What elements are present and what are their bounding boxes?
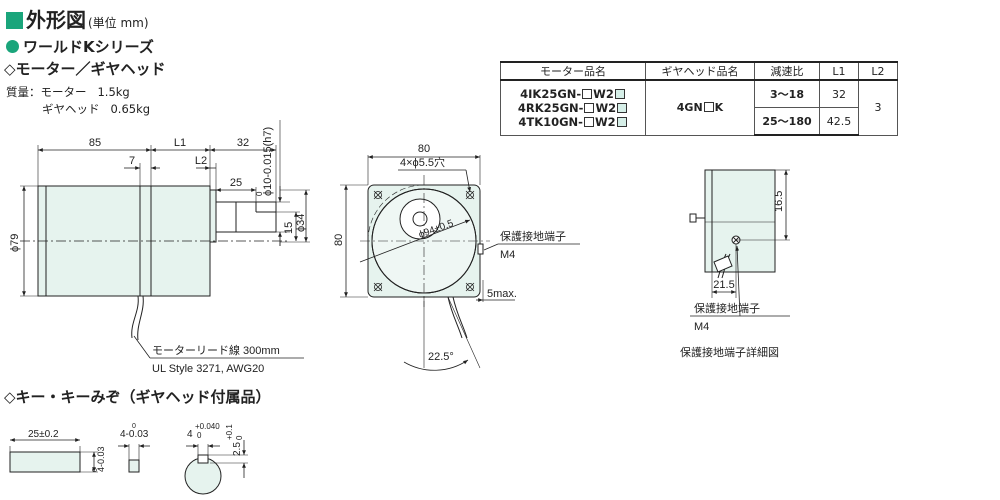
spec-row-2: 25～180 42.5: [501, 107, 898, 136]
header-l1: L1: [819, 61, 859, 81]
series-heading: ワールドKシリーズ: [6, 36, 154, 57]
placeholder-box-icon: [582, 88, 593, 99]
angle-label: 22.5°: [428, 351, 454, 363]
slot-tol-top: +0.040: [195, 422, 220, 431]
dim-16-5: 16.5: [773, 191, 785, 212]
placeholder-box-icon: [584, 102, 595, 113]
placeholder-box-icon: [614, 88, 625, 99]
placeholder-box-icon: [616, 116, 627, 127]
mass-block: 質量：モーター 1.5kg ギヤヘッド 0.65kg: [6, 84, 150, 118]
dim-32: 32: [237, 137, 249, 149]
l2-value: 3: [858, 79, 898, 136]
dim-l2: L2: [195, 155, 207, 167]
placeholder-box-icon: [583, 116, 594, 127]
ratio-2: 25～180: [754, 107, 820, 136]
detail-caption: 保護接地端子詳細図: [680, 345, 779, 359]
lead-spec: UL Style 3271, AWG20: [152, 363, 264, 375]
l1-2: 42.5: [819, 107, 859, 136]
dim-shaft-top: 0: [255, 191, 264, 196]
front-view: [340, 155, 580, 371]
header-gearhead: ギヤヘッド品名: [645, 61, 755, 81]
key-dim-25: 25±0.2: [28, 429, 59, 440]
ground-size: M4: [500, 249, 515, 261]
mass-gear-value: 0.65kg: [110, 102, 151, 116]
section-motor-heading: ◇モーター／ギヤヘッド: [4, 60, 166, 78]
unit-label: (単位 mm): [88, 16, 149, 30]
placeholder-box-icon: [703, 102, 714, 113]
title-square-icon: [6, 12, 23, 29]
output-shaft: [215, 201, 277, 233]
page-title: 外形図 (単位 mm): [6, 4, 149, 33]
header-l2: L2: [858, 61, 898, 81]
slot-tol-bot: 0: [197, 431, 202, 440]
dim-21-5: 21.5: [713, 279, 734, 291]
detail-ground-label: 保護接地端子: [694, 301, 760, 315]
dim-15: 15: [283, 222, 295, 234]
key-dim-4-len: 4-0.03: [96, 446, 106, 472]
slot-dim-2-5-tol-top: +0.1: [225, 424, 234, 440]
slot-dim-4: 4: [187, 429, 193, 440]
gear-flange: [209, 189, 217, 243]
dim-25: 25: [230, 177, 242, 189]
slot-dim-2-5-tol-bot: 0: [235, 435, 244, 440]
model-1: 4IK25GN-W2: [505, 87, 641, 101]
dim-34: ϕ34: [295, 214, 307, 232]
detail-view: [689, 169, 790, 317]
holes-label: 4×ϕ5.5穴: [400, 155, 445, 169]
key-view: [9, 438, 248, 495]
header-motor: モーター品名: [500, 61, 646, 81]
mass-motor-value: 1.5kg: [97, 85, 130, 99]
slot-dim-2-5: 2.5: [232, 442, 243, 456]
lead-label: モーターリード線 300mm: [152, 343, 280, 357]
mass-gear-label: ギヤヘッド: [42, 102, 100, 116]
side-view: [20, 120, 310, 359]
dim-7: 7: [129, 155, 135, 167]
dim-80-top: 80: [418, 143, 430, 155]
section-key-heading: ◇キー・キーみぞ（ギヤヘッド付属品）: [4, 388, 271, 406]
dim-shaft-diameter: ϕ10-0.015(h7): [262, 127, 274, 196]
key-dim-4-w-top: 0: [132, 423, 136, 430]
spec-table-header: モーター品名 ギヤヘッド品名 減速比 L1 L2: [500, 61, 898, 81]
key-dim-4-len-top: 0: [92, 468, 99, 472]
mass-label: 質量：モーター: [6, 85, 87, 99]
placeholder-box-icon: [617, 102, 628, 113]
dim-80-left: 80: [333, 234, 345, 246]
detail-ground-size: M4: [694, 321, 709, 333]
dim-l1: L1: [174, 137, 186, 149]
key-bar: [9, 451, 81, 473]
ground-label: 保護接地端子: [500, 229, 566, 243]
spec-table: モーター品名 ギヤヘッド品名 減速比 L1 L2 4IK25GN-W2 4RK2…: [500, 61, 898, 136]
header-ratio: 減速比: [754, 61, 820, 81]
dim-85: 85: [89, 137, 101, 149]
l1-1: 32: [819, 79, 859, 108]
model-3: 4TK10GN-W2: [505, 115, 641, 129]
key-dim-4-w: 4-0.03: [120, 429, 149, 440]
dim-79: ϕ79: [9, 234, 21, 252]
key-section: [128, 459, 140, 473]
series-dot-icon: [6, 40, 19, 53]
series-text: ワールドKシリーズ: [23, 38, 154, 56]
title-text: 外形図: [26, 8, 86, 32]
corner-holes: [373, 190, 475, 292]
model-2: 4RK25GN-W2: [505, 101, 641, 115]
dim-5max: 5max.: [487, 288, 517, 300]
model-list: 4IK25GN-W2 4RK25GN-W2 4TK10GN-W2: [500, 79, 646, 136]
